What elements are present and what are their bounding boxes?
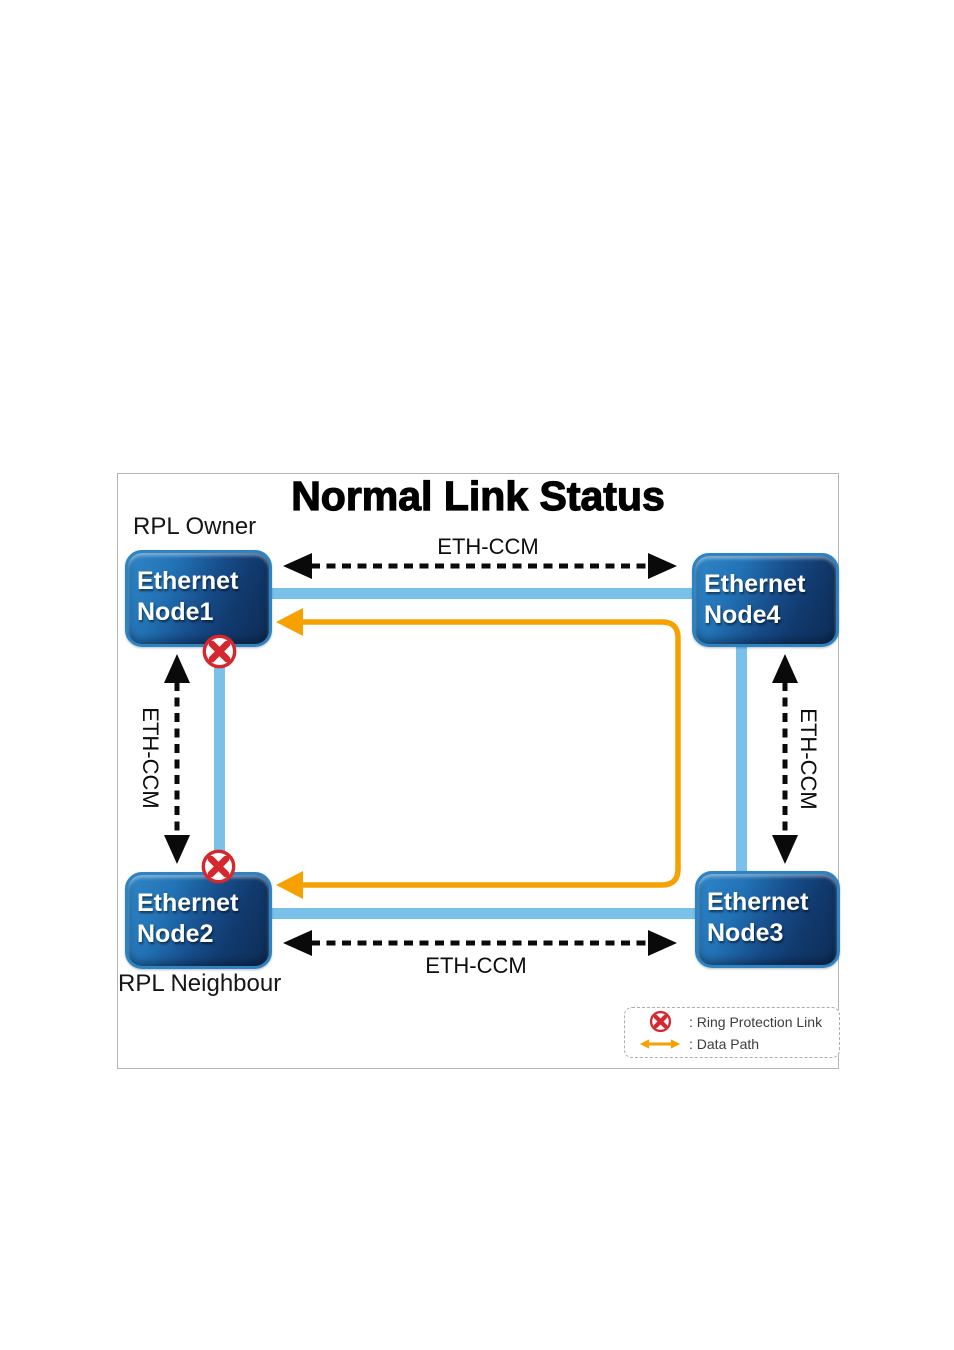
data-path-line xyxy=(301,619,681,888)
ccm-arrow-right-top-head xyxy=(772,654,798,683)
ccm-label-right: ETH-CCM xyxy=(796,708,821,810)
legend-data-path-label: : Data Path xyxy=(689,1036,760,1052)
data-path-arrowhead-node2 xyxy=(276,871,303,899)
ccm-arrow-left-top-head xyxy=(164,654,190,683)
ring-link-left xyxy=(214,624,225,890)
node1-label-line1: Ethernet xyxy=(137,567,239,595)
legend-row-data-path: : Data Path xyxy=(639,1033,839,1055)
rpl-x-icon xyxy=(639,1010,681,1033)
node3-label-line1: Ethernet xyxy=(707,888,809,916)
ethernet-node3: Ethernet Node3 xyxy=(695,871,840,968)
ccm-label-top: ETH-CCM xyxy=(437,534,539,559)
ring-link-top xyxy=(218,588,738,599)
rpl-block-icon-node1 xyxy=(202,634,237,669)
node1-label-line2: Node1 xyxy=(137,598,214,626)
legend-ring-protection-label: : Ring Protection Link xyxy=(689,1013,823,1030)
ring-link-right xyxy=(736,624,747,890)
ccm-arrow-left-bottom-head xyxy=(164,835,190,864)
legend-row-ring-protection: : Ring Protection Link xyxy=(639,1010,839,1033)
rpl-neighbour-label: RPL Neighbour xyxy=(118,970,282,997)
ccm-arrow-bottom-left-head xyxy=(283,930,312,956)
node3-label-line2: Node3 xyxy=(707,919,784,947)
ccm-arrow-bottom-right-head xyxy=(648,930,677,956)
ring-link-bottom xyxy=(218,908,738,919)
node2-label-line2: Node2 xyxy=(137,920,214,948)
ccm-arrow-top-right-head xyxy=(648,553,677,579)
connection-lines-layer xyxy=(164,553,798,956)
ethernet-node1: Ethernet Node1 xyxy=(125,550,272,647)
ccm-arrow-right-bottom-head xyxy=(772,835,798,864)
ethernet-node2: Ethernet Node2 xyxy=(125,872,272,969)
rpl-owner-label: RPL Owner xyxy=(133,513,257,540)
legend-box: : Ring Protection Link : Data Path xyxy=(624,1007,840,1058)
ethernet-node4: Ethernet Node4 xyxy=(692,553,839,647)
data-path-arrowhead-node1 xyxy=(276,608,303,636)
node4-label-line1: Ethernet xyxy=(704,570,806,598)
rpl-block-icon-node2 xyxy=(201,849,236,884)
data-path-arrow-icon xyxy=(639,1037,681,1051)
ccm-label-left: ETH-CCM xyxy=(138,707,163,809)
ccm-arrow-top-left-head xyxy=(283,553,312,579)
diagram-frame: Normal Link Status RPL Owner RPL Neighbo… xyxy=(117,472,840,1069)
ccm-label-bottom: ETH-CCM xyxy=(425,953,527,978)
node2-label-line1: Ethernet xyxy=(137,889,239,917)
diagram-title: Normal Link Status xyxy=(291,472,666,519)
node4-label-line2: Node4 xyxy=(704,601,781,629)
